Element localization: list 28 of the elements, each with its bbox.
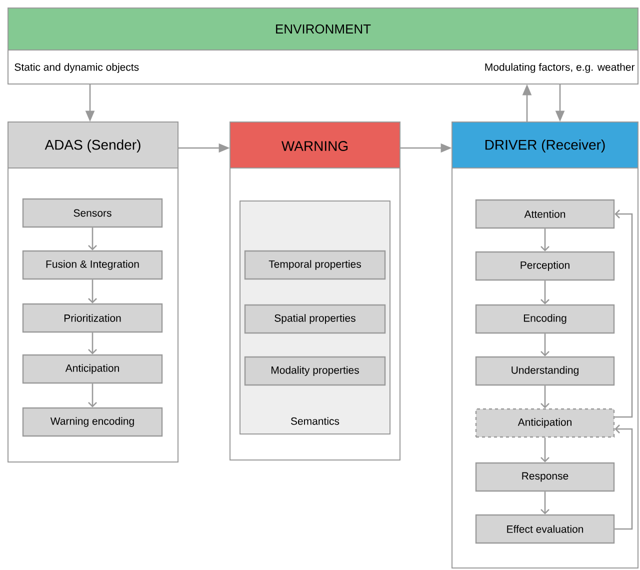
step-box: Modality properties bbox=[244, 356, 386, 386]
arrow bbox=[540, 386, 550, 408]
step-box: Sensors bbox=[22, 198, 163, 228]
arrow bbox=[540, 334, 550, 356]
step-box: Temporal properties bbox=[244, 250, 386, 280]
arrow bbox=[88, 228, 97, 250]
step-box: Fusion & Integration bbox=[22, 250, 163, 280]
arrow bbox=[540, 438, 550, 462]
step-box: Prioritization bbox=[22, 303, 163, 333]
arrow bbox=[540, 280, 550, 304]
environment-box: ENVIRONMENT Static and dynamic objects Modulating factors, e.g. weather bbox=[8, 8, 638, 84]
step-box: Understanding bbox=[475, 356, 615, 386]
step-box: Encoding bbox=[475, 304, 615, 334]
arrow bbox=[540, 228, 550, 252]
arrow bbox=[88, 384, 97, 408]
arrow bbox=[614, 424, 633, 530]
step-box: Effect evaluation bbox=[475, 514, 615, 544]
arrow bbox=[614, 210, 633, 418]
arrow bbox=[88, 280, 97, 304]
arrow bbox=[88, 332, 97, 354]
step-box: Response bbox=[475, 462, 615, 492]
arrow bbox=[540, 492, 550, 514]
step-box: Warning encoding bbox=[22, 407, 163, 437]
step-box: Anticipation bbox=[22, 354, 163, 384]
step-box: Attention bbox=[475, 199, 615, 229]
step-box: Perception bbox=[475, 251, 615, 281]
step-box: Spatial properties bbox=[244, 304, 386, 334]
step-box: Anticipation bbox=[475, 408, 615, 438]
